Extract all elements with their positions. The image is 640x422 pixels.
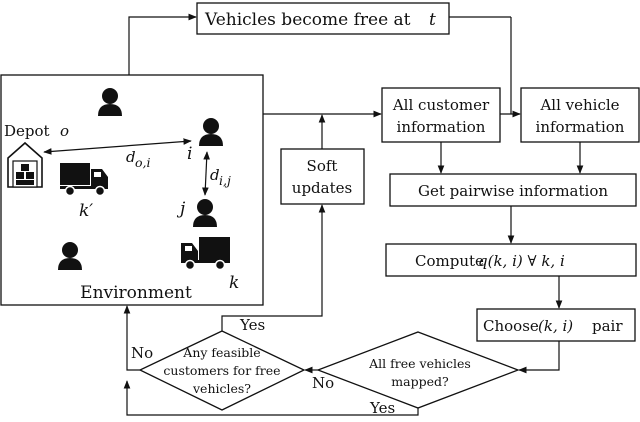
choose-node: Choose (k, i) pair [476, 308, 636, 342]
vehicles-free-text: Vehicles become free at [204, 10, 411, 30]
customer-i-icon [199, 118, 223, 146]
environment-panel: Environment Depot o [0, 74, 264, 306]
d-oi-label: d [126, 148, 136, 166]
choose-suffix: pair [592, 317, 623, 335]
choose-expr: (k, i) [538, 317, 573, 335]
any-feasible-line1: Any feasible [182, 345, 260, 360]
any-feasible-line3: vehicles? [192, 381, 251, 396]
compute-expr: q(k, i) ∀ k, i [478, 252, 565, 270]
all-mapped-decision: All free vehicles mapped? [316, 331, 520, 409]
customer-j-icon [193, 199, 217, 227]
no-left-label: No [131, 344, 153, 362]
yes-bottom-label: Yes [369, 399, 395, 417]
d-ij-label: d [210, 166, 220, 184]
distance-i-j-arrow [201, 151, 211, 196]
pairwise-node: Get pairwise information [389, 173, 637, 207]
mapped-yes-arrow [123, 380, 419, 416]
customer-icon [58, 242, 82, 270]
node-j-label: j [176, 199, 186, 219]
all-mapped-line2: mapped? [391, 374, 449, 389]
all-vehicle-line2: information [536, 118, 625, 136]
no-mid-label: No [312, 374, 334, 392]
depot-label: Depot [4, 122, 50, 140]
compute-node: Compute q(k, i) ∀ k, i [385, 243, 637, 277]
distance-depot-i-arrow [43, 138, 192, 155]
compute-text: Compute [415, 252, 484, 270]
all-vehicle-node: All vehicle information [520, 87, 640, 143]
vehicle-kprime-label: k′ [79, 201, 93, 221]
all-vehicle-line1: All vehicle [539, 96, 619, 114]
yes-top-label: Yes [239, 316, 265, 334]
feasible-no-arrow [123, 305, 140, 371]
d-oi-subscript: o,i [135, 155, 151, 170]
warehouse-icon [7, 141, 43, 188]
node-i-label: i [187, 144, 192, 164]
customer-icon [98, 88, 122, 116]
all-mapped-line1: All free vehicles [368, 356, 471, 371]
choose-to-mapped-arrow [518, 341, 560, 374]
d-ij-subscript: i,j [219, 173, 231, 188]
vehicles-free-node: Vehicles become free at t [196, 2, 450, 35]
any-feasible-decision: Any feasible customers for free vehicles… [138, 330, 306, 411]
truck-icon [181, 237, 230, 271]
vehicles-free-var: t [429, 10, 436, 30]
any-feasible-line2: customers for free [163, 363, 280, 378]
soft-updates-line2: updates [292, 179, 352, 197]
depot-var: o [60, 122, 69, 140]
truck-icon [60, 163, 108, 197]
feasible-yes-arrow [221, 204, 326, 331]
soft-updates-line1: Soft [307, 157, 338, 175]
all-customer-line1: All customer [392, 96, 490, 114]
environment-title: Environment [80, 283, 192, 303]
pairwise-text: Get pairwise information [418, 182, 608, 200]
all-customer-line2: information [397, 118, 486, 136]
choose-text: Choose [483, 317, 539, 335]
env-to-vehicles-free-arrow [128, 13, 197, 75]
soft-updates-node: Soft updates [280, 148, 365, 205]
all-customer-node: All customer information [381, 87, 501, 143]
vehicle-k-label: k [229, 273, 239, 293]
